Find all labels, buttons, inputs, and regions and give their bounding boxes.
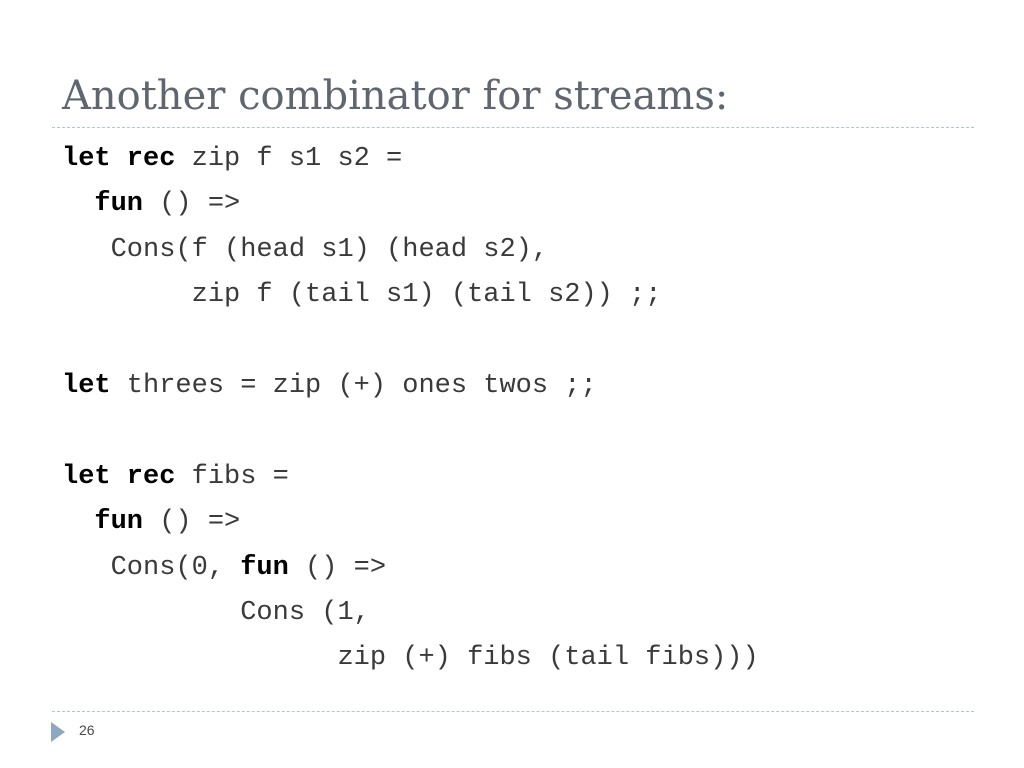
code-keyword: let (62, 370, 111, 401)
code-text: Cons(0, (62, 552, 241, 583)
code-block: let rec zip f s1 s2 = fun () => Cons(f (… (62, 137, 759, 682)
code-text: zip f (tail s1) (tail s2)) ;; (62, 280, 662, 311)
code-text: () => (143, 189, 241, 220)
footer-divider (52, 711, 974, 712)
code-keyword: fun (240, 552, 289, 583)
page-number: 26 (79, 722, 95, 738)
code-keyword: fun (94, 507, 144, 538)
code-text: Cons(f (head s1) (head s2), (62, 234, 549, 265)
code-line (62, 319, 759, 364)
code-text: threes = zip (+) ones twos ;; (110, 370, 597, 401)
code-line: zip (+) fibs (tail fibs))) (62, 636, 759, 681)
code-line: Cons (1, (62, 591, 759, 636)
code-line: zip f (tail s1) (tail s2)) ;; (62, 273, 759, 318)
code-line: Cons(0, fun () => (62, 546, 759, 591)
code-line: fun () => (62, 500, 759, 545)
code-text: fibs = (175, 461, 289, 492)
code-text: Cons (1, (62, 597, 370, 628)
code-line (62, 409, 759, 454)
code-text (62, 507, 94, 537)
code-keyword: let rec (62, 144, 176, 174)
title-divider (52, 127, 974, 128)
code-text: () => (288, 552, 387, 583)
code-text: () => (143, 507, 241, 538)
code-keyword: let rec (62, 461, 176, 492)
triangle-right-icon (51, 722, 65, 742)
code-line: let rec zip f s1 s2 = (62, 137, 759, 182)
code-text (62, 189, 94, 219)
code-line: let rec fibs = (62, 455, 759, 500)
code-text: zip (+) fibs (tail fibs))) (62, 643, 759, 674)
code-keyword: fun (94, 189, 144, 220)
code-line: fun () => (62, 182, 759, 227)
code-text: zip f s1 s2 = (175, 144, 403, 174)
code-line: Cons(f (head s1) (head s2), (62, 228, 759, 273)
slide-title: Another combinator for streams: (62, 73, 729, 119)
code-line: let threes = zip (+) ones twos ;; (62, 364, 759, 409)
